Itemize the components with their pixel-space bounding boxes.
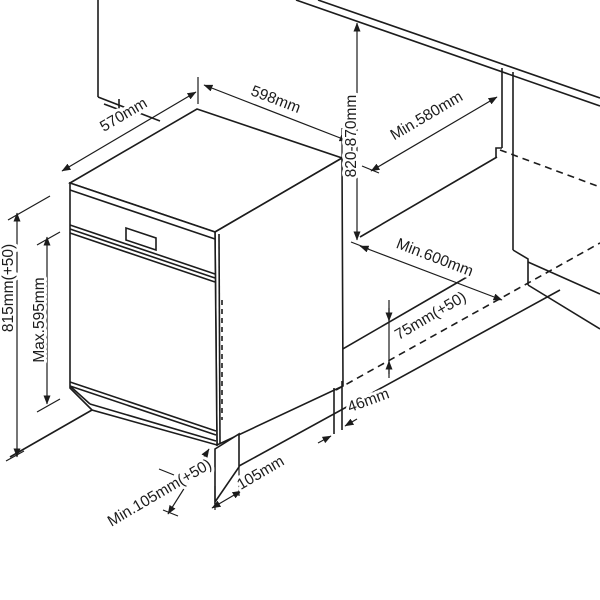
countertop: [295, 0, 600, 107]
ext-tick-min105-b: [162, 509, 179, 517]
control-panel-line-1: [69, 224, 216, 275]
dimension-label-plinth-min: Min.105mm(+50): [105, 456, 215, 530]
dishwasher: [68, 108, 344, 505]
ext-tick-min105-a: [158, 468, 175, 476]
dim-line-570: [61, 91, 197, 172]
control-panel-line-3: [69, 232, 216, 283]
door-handle: [125, 226, 157, 252]
corner-inner-line: [218, 233, 221, 444]
dimension-label-top-depth: 570mm: [97, 95, 150, 136]
ext-tick-580: [361, 165, 380, 174]
dimension-label-niche-height: 820-870mm: [343, 95, 360, 178]
door-bottom-line-1: [69, 381, 217, 432]
dim-line-min105: [167, 448, 210, 515]
dim-line-580: [370, 96, 498, 172]
dimension-label-rear-gap: 46mm: [345, 385, 391, 416]
ext-tick-top-left: [7, 195, 51, 221]
dishwasher-front-face: [69, 181, 218, 447]
dim-arrow-46-right: [344, 418, 358, 427]
dimension-label-niche-depth: Min.580mm: [388, 88, 466, 144]
top-lip-line: [69, 189, 216, 240]
dimension-label-niche-width: Min.600mm: [394, 235, 476, 280]
dim-arrow-46-left: [317, 435, 332, 444]
plinth-band-line: [89, 403, 217, 442]
hidden-floor-line-right: [499, 149, 600, 188]
dimension-label-door-height: Max.595mm: [31, 277, 48, 362]
dimension-label-top-width: 598mm: [248, 83, 302, 117]
dimension-lines: [5, 22, 503, 517]
niche-front-hidden-line: [335, 242, 600, 391]
dimension-label-total-height: 815mm(+50): [0, 244, 17, 332]
base-step-line: [69, 385, 91, 405]
ext-tick-595-bottom: [36, 398, 61, 413]
door-bottom-line-2: [69, 385, 217, 436]
dim-line-600: [359, 245, 503, 301]
dim-line-598: [203, 84, 349, 142]
control-panel-line-2: [69, 228, 216, 279]
ext-tick-floor-left: [5, 450, 25, 462]
dimension-label-plinth-depth: 105mm: [234, 453, 287, 494]
dim-line-105: [211, 490, 242, 509]
dimension-label-front-gap: 75mm(+50): [392, 289, 469, 344]
ext-tick-595-top: [36, 231, 61, 246]
